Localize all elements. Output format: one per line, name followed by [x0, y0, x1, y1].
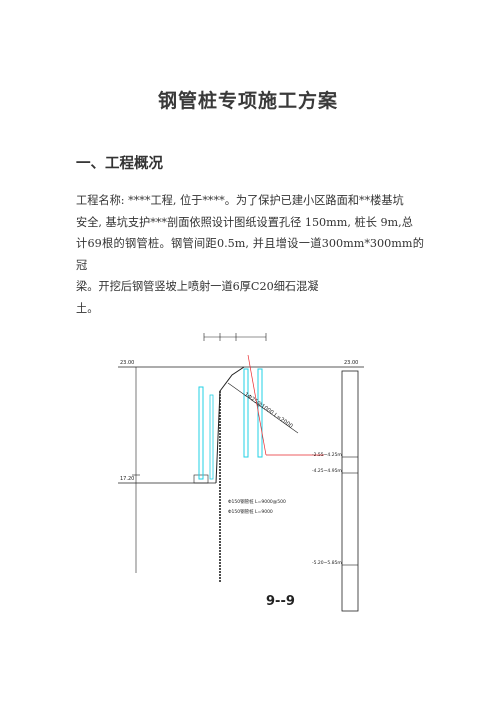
steel-pipe-pile-cyan [209, 394, 214, 480]
project-overview-paragraph: 工程名称: ****工程, 位于****。为了保护已建小区路面和**楼基坑 安全… [76, 190, 424, 319]
soil-annotation: -4.25~4.95m [312, 468, 342, 474]
pile-label: Φ150钢管桩 L=9000 [228, 508, 273, 515]
soil-annotation: -2.55~4.25m [312, 452, 342, 458]
section-drawing: 23.00 23.00 17.20 1Φ25@1000 L=2000 -2.55… [118, 333, 364, 612]
steel-pipe-pile-cyan [198, 386, 204, 480]
soil-annotation: -5.20~5.85m [312, 560, 342, 566]
steel-pipe-pile-cyan [257, 368, 263, 458]
drain-box [193, 474, 209, 484]
paragraph-line: 计69根的钢管桩。钢管间距0.5m, 并且增设一道300mm*300mm的冠 [76, 237, 424, 272]
document-title: 钢管桩专项施工方案 [157, 90, 338, 112]
level-bottom-left: 17.20 [120, 476, 134, 482]
paragraph-line: 工程名称: ****工程, 位于****。为了保护已建小区路面和**楼基坑 [76, 194, 404, 207]
section-heading: 一、工程概况 [76, 156, 163, 172]
section-label: 9--9 [266, 594, 295, 609]
paragraph-line: 土。 [76, 301, 99, 315]
excavation-face [215, 366, 245, 484]
paragraph-line: 安全, 基坑支护***剖面依照设计图纸设置孔径 150mm, 桩长 9m,总 [76, 215, 413, 229]
level-top-left: 23.00 [120, 360, 134, 366]
callout-line-red [247, 354, 267, 456]
soil-column [341, 370, 359, 612]
steel-pipe-pile-cyan [243, 368, 249, 458]
level-top-right: 23.00 [344, 360, 358, 366]
pile-label: Φ150钢管桩 L=9000@500 [228, 498, 286, 505]
anchor-label: 1Φ25@1000 L=2000 [243, 392, 294, 430]
paragraph-line: 梁。开挖后钢管竖坡上喷射一道6厚C20细石混凝 [76, 280, 319, 293]
anchor-rod [227, 382, 299, 434]
